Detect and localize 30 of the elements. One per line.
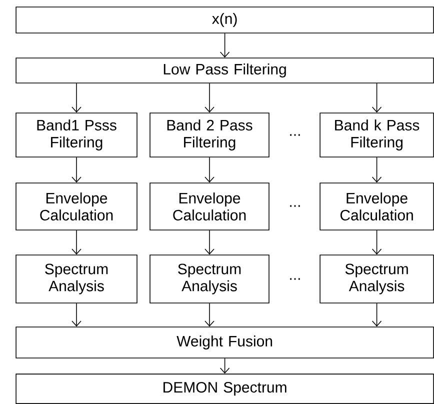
ellipsis: ...	[290, 278, 300, 280]
process-box: Band 2 Pass Filtering	[150, 112, 270, 158]
arrow	[72, 157, 82, 183]
process-box: Spectrum Analysis	[150, 254, 270, 304]
arrow	[72, 230, 82, 255]
arrow	[204, 83, 214, 113]
input-box: x(n)	[16, 6, 434, 34]
ellipsis: ...	[290, 205, 300, 207]
arrow	[72, 303, 82, 327]
arrow	[220, 33, 230, 58]
output-box: DEMON Spectrum	[16, 374, 434, 404]
process-box: Band k Pass Filtering	[320, 112, 434, 158]
arrow	[372, 157, 382, 183]
process-box: Weight Fusion	[16, 326, 434, 358]
process-box: Low Pass Filtering	[16, 58, 434, 84]
ellipsis: ...	[290, 134, 300, 136]
process-box: Envelope Calculation	[16, 182, 138, 230]
arrow	[220, 358, 230, 374]
arrow	[372, 303, 382, 327]
arrow	[204, 230, 214, 255]
process-box: Band1 Psss Filtering	[16, 112, 138, 158]
arrow	[72, 83, 82, 113]
arrow	[372, 230, 382, 255]
arrow	[372, 83, 382, 113]
process-box: Envelope Calculation	[320, 182, 434, 230]
arrow	[204, 303, 214, 327]
process-box: Spectrum Analysis	[16, 254, 138, 304]
arrow	[204, 157, 214, 183]
process-box: Envelope Calculation	[150, 182, 270, 230]
process-box: Spectrum Analysis	[320, 254, 434, 304]
